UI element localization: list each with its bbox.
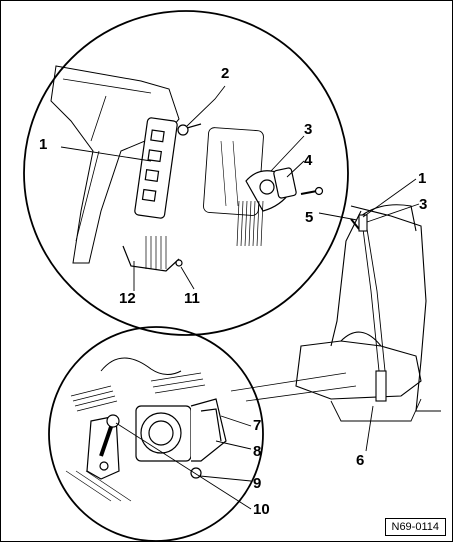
callout-6: 6 <box>356 452 364 469</box>
callout-12: 12 <box>119 290 136 307</box>
inertia-reel <box>135 398 227 462</box>
anchor-plate <box>86 414 120 480</box>
belt-deflection-fitting <box>245 167 297 212</box>
callout-5: 5 <box>305 209 313 226</box>
upper-detail <box>23 10 349 336</box>
leader-lines-lower <box>115 415 252 510</box>
callout-7: 7 <box>253 417 261 434</box>
upper-anchor-seat <box>358 214 368 232</box>
leader-line-1-seat <box>362 178 417 218</box>
callout-10: 10 <box>253 501 270 518</box>
callout-2: 2 <box>221 65 229 82</box>
callout-1-upper: 1 <box>39 136 47 153</box>
callout-labels: 1 2 3 4 1 5 3 12 11 7 8 6 9 10 <box>39 65 427 518</box>
callout-9: 9 <box>253 475 261 492</box>
callout-8: 8 <box>253 443 261 460</box>
lap-belt <box>340 331 382 347</box>
lower-detail-circle <box>48 326 264 541</box>
leader-line-3-seat <box>366 203 420 223</box>
reference-code: N69-0114 <box>384 518 446 536</box>
leader-lines-upper <box>60 85 305 291</box>
detail-connector <box>230 372 357 402</box>
lower-anchor <box>122 236 183 272</box>
callout-1-seat: 1 <box>418 170 426 187</box>
callout-11: 11 <box>184 290 200 307</box>
bolt-upper <box>177 123 202 136</box>
height-adjuster <box>134 117 178 219</box>
b-pillar-trim <box>50 65 180 264</box>
pillar-edges <box>62 78 152 242</box>
headrest <box>360 204 417 232</box>
cable <box>100 357 182 375</box>
belt-webbing-seat <box>362 228 386 372</box>
leader-line-5 <box>318 212 358 221</box>
lower-detail <box>48 326 264 541</box>
belt-buckle-seat <box>375 370 387 402</box>
leader-line-6 <box>365 405 374 452</box>
upper-detail-circle <box>23 10 349 336</box>
callout-3-seat: 3 <box>419 196 427 213</box>
seat-cushion <box>295 340 422 400</box>
belt-webbing-upper <box>236 200 264 247</box>
seat-assembly <box>230 178 441 452</box>
belt-webbing-lower <box>70 372 206 412</box>
callout-3-upper: 3 <box>304 121 312 138</box>
callout-4: 4 <box>304 152 313 169</box>
